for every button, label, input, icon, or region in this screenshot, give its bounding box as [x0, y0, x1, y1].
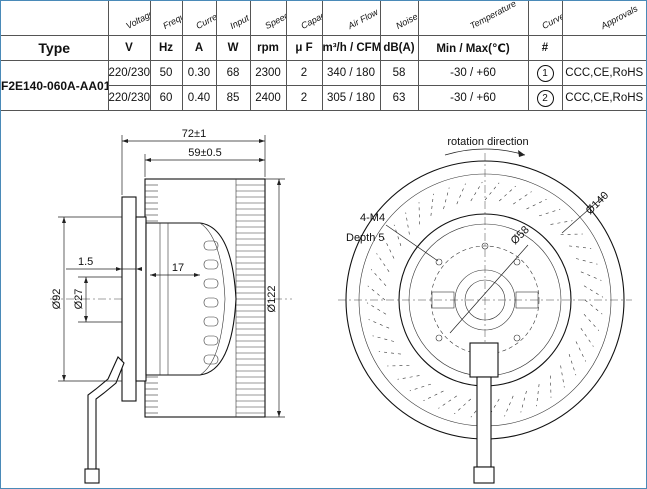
dim-flange-thickness: 1.5 [78, 256, 93, 268]
vent-slot [203, 335, 219, 346]
motor-vent-slots [203, 240, 219, 365]
dim-impeller-width: 59±0.5 [188, 147, 222, 159]
cable-end [84, 468, 100, 484]
header-input-power: Input Power [228, 1, 250, 31]
cell-power: 68 [215, 60, 251, 86]
cell-noise: 63 [379, 85, 419, 111]
technical-drawing: 72±1 59±0.5 1.5 17 Ø92 Ø27 Ø122 [50, 128, 632, 484]
spec-table: Voltage Frequency Current Input Power Sp… [1, 1, 646, 117]
mounting-flange [121, 196, 137, 402]
front-view: rotation direction Ø140 Ø58 4-M4 Depth 5 [338, 136, 632, 484]
cable-gland [469, 342, 499, 378]
curve-number-badge: 1 [536, 64, 554, 82]
cell-capacitor: 2 [285, 85, 323, 111]
vent-slot [203, 316, 219, 327]
unit-temperature: Min / Max(℃) [417, 35, 529, 61]
dim-diameter-140: Ø140 [584, 190, 612, 218]
header-current: Current [194, 8, 216, 32]
rotation-arrowhead [518, 150, 525, 157]
bolt-hole [435, 334, 443, 342]
dim-overall-width: 72±1 [182, 128, 206, 140]
units-row: Type V Hz A W rpm μ F m³/h / CFM dB(A) M… [1, 35, 646, 61]
curve-number-badge: 2 [536, 89, 554, 107]
table-row: F2E140-060A-AA01 220/230 50 0.30 68 2300… [1, 60, 646, 111]
bolt-hole [435, 258, 443, 266]
header-noise: Noise [394, 11, 418, 31]
cell-capacitor: 2 [285, 60, 323, 86]
cell-voltage: 220/230 [107, 60, 151, 86]
cell-frequency: 50 [149, 60, 183, 86]
header-capacitor: Capacitor [299, 4, 322, 31]
vent-slot [203, 278, 219, 289]
cable [476, 376, 492, 468]
cell-current: 0.30 [181, 60, 217, 86]
cell-speed: 2400 [249, 85, 287, 111]
unit-current: A [181, 35, 217, 61]
header-speed: Speed [263, 9, 286, 31]
dim-arrows [116, 267, 142, 271]
vent-slot [203, 354, 219, 365]
flange-ring [135, 216, 147, 382]
unit-power: W [215, 35, 251, 61]
cable-end [473, 466, 495, 484]
cell-approvals: CCC,CE,RoHS [561, 60, 646, 86]
rotation-direction-label: rotation direction [447, 136, 528, 148]
header-approvals: Approvals [599, 3, 640, 31]
cell-airflow: 340 / 180 [321, 60, 381, 86]
rotation-arrow [444, 148, 526, 156]
motor-contour [199, 222, 226, 376]
unit-airflow: m³/h / CFM [321, 35, 381, 61]
unit-voltage: V [107, 35, 151, 61]
header-temperature: Temperature [468, 1, 518, 32]
type-label: Type [1, 35, 109, 61]
unit-noise: dB(A) [379, 35, 419, 61]
cell-airflow: 305 / 180 [321, 85, 381, 111]
header-frequency: Frequency [161, 2, 182, 31]
leader-4-m4 [385, 224, 439, 262]
unit-curve: # [527, 35, 563, 61]
unit-frequency: Hz [149, 35, 183, 61]
cell-noise: 58 [379, 60, 419, 86]
dim-arrows [150, 273, 200, 277]
unit-speed: rpm [249, 35, 287, 61]
cell-temperature: -30 / +60 [417, 85, 529, 111]
unit-approvals [561, 35, 646, 61]
unit-capacitor: μ F [285, 35, 323, 61]
side-view: 72±1 59±0.5 1.5 17 Ø92 Ø27 Ø122 [50, 128, 292, 484]
header-voltage: Voltage [124, 7, 150, 31]
dim-diameter-122: Ø122 [266, 286, 278, 313]
leader-58 [449, 244, 529, 334]
leader-140 [561, 194, 606, 234]
model-name: F2E140-060A-AA01 [1, 60, 109, 111]
cell-speed: 2300 [249, 60, 287, 86]
thread-holes-label: 4-M4 [360, 212, 385, 224]
vent-slot [203, 240, 219, 251]
thread-depth-label: Depth 5 [346, 232, 385, 244]
table-row: 220/230 60 0.40 85 2400 2 305 / 180 63 -… [1, 85, 646, 111]
dim-diameter-27: Ø27 [73, 289, 85, 310]
cable-sleeve [87, 356, 125, 473]
cell-power: 85 [215, 85, 251, 111]
cell-frequency: 60 [149, 85, 183, 111]
vent-slot [203, 259, 219, 270]
cell-temperature: -30 / +60 [417, 60, 529, 86]
cell-voltage: 220/230 [107, 85, 151, 111]
cell-current: 0.40 [181, 85, 217, 111]
header-air-flow: Air Flow [346, 6, 380, 31]
cell-approvals: CCC,CE,RoHS [561, 85, 646, 111]
dim-hub-depth: 17 [172, 262, 184, 274]
vent-slot [203, 297, 219, 308]
bolt-hole [513, 334, 521, 342]
header-row: Voltage Frequency Current Input Power Sp… [1, 1, 646, 36]
motor-body [145, 222, 237, 376]
bolt-hole [513, 258, 521, 266]
header-curve-no: Curve No. [540, 3, 562, 32]
dim-diameter-92: Ø92 [51, 289, 63, 310]
